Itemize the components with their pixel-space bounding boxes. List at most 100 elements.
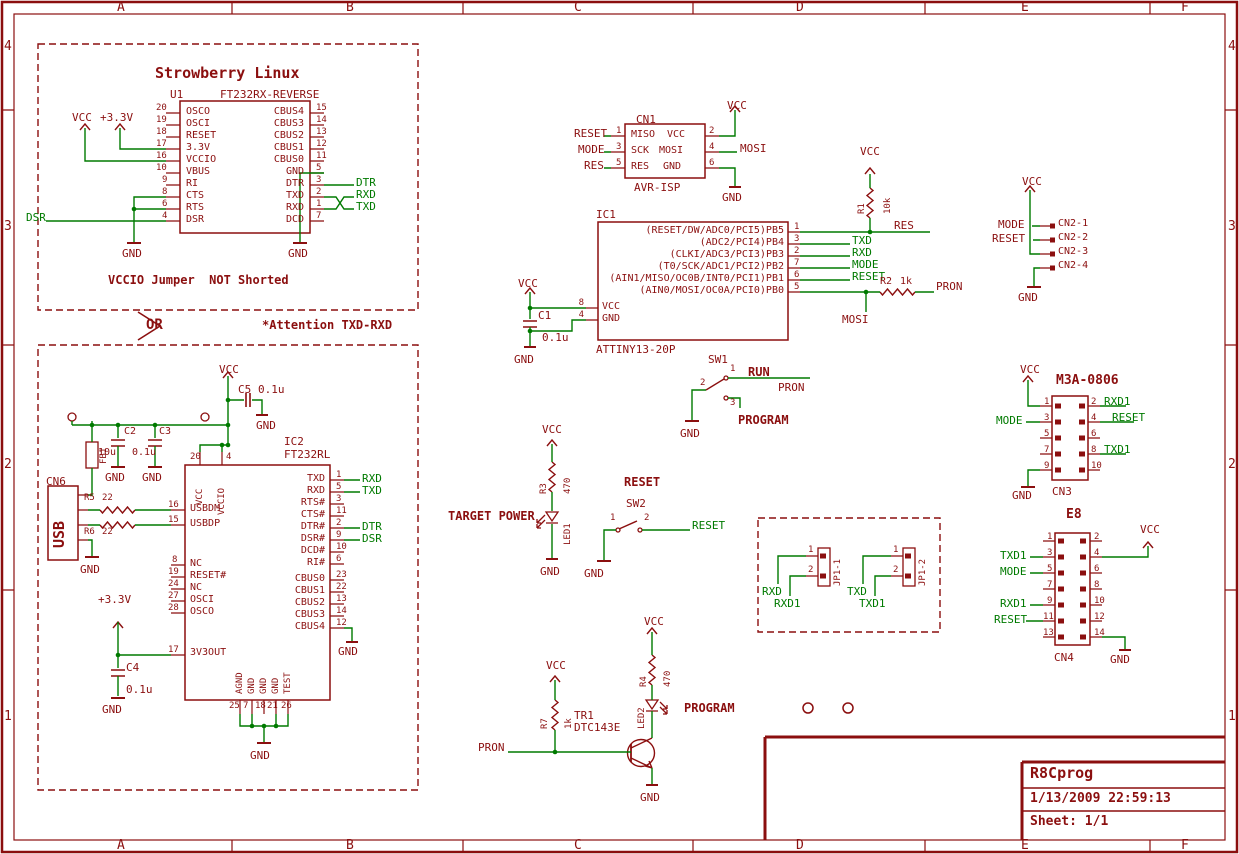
vcc-arrow-icon <box>524 166 876 295</box>
gnd-label: GND <box>102 703 122 716</box>
pin-name: 3.3V <box>186 142 211 153</box>
pin-number: 4 <box>709 142 715 152</box>
gnd-label: GND <box>250 749 270 762</box>
supply-label: VCC <box>727 99 747 112</box>
r2-refdes: R2 <box>880 276 893 287</box>
pin-name: (T0/SCK/ADC1/PCI2)PB2 <box>657 261 784 272</box>
pin-number: 12 <box>1094 612 1105 622</box>
pin-number: 4 <box>226 452 232 462</box>
vcc-arrow-icon <box>79 122 126 131</box>
pin-number: 5 <box>336 482 342 492</box>
pin-number: 20 <box>156 103 167 113</box>
pin-name: VCC <box>602 301 621 312</box>
pin-number: 6 <box>709 158 715 168</box>
pin-number: 13 <box>1043 628 1054 638</box>
pad-circle <box>67 412 77 422</box>
pin-name: RXD <box>306 485 325 496</box>
usb-connector <box>47 485 79 561</box>
title-block <box>763 735 1225 840</box>
pin-number: 1 <box>730 364 736 374</box>
cn1-symbol <box>604 104 741 188</box>
module1-title: Strowberry Linux <box>155 64 300 82</box>
pin-number: 12 <box>316 139 327 149</box>
pin-number: 22 <box>336 582 347 592</box>
pin-number: 3 <box>316 175 322 185</box>
c1-refdes: C1 <box>538 309 552 322</box>
pin-name: CBUS4 <box>273 106 304 117</box>
pin-number: 8 <box>162 187 168 197</box>
pin-number: 2 <box>893 565 899 575</box>
pin-number: 18 <box>156 127 167 137</box>
net-label: RXD <box>362 472 382 485</box>
ic1-refdes: IC1 <box>596 208 616 221</box>
frame-col-label: E <box>1021 0 1029 15</box>
resistors-r5-r6 <box>99 505 136 530</box>
cn1-refdes: CN1 <box>636 113 656 126</box>
c3-refdes: C3 <box>159 426 172 437</box>
gnd-label: GND <box>680 427 700 440</box>
pin-number: 19 <box>156 115 167 125</box>
u1-value: FT232RX-REVERSE <box>220 88 320 101</box>
strawberry-module-box <box>37 43 419 311</box>
frame-row-label: 4 <box>1228 39 1236 54</box>
net-label: RESET <box>692 519 726 532</box>
pin-number: 27 <box>168 591 179 601</box>
pin-number: 7 <box>243 701 249 711</box>
pin-name: TXD <box>306 473 325 484</box>
titleblock-sheet: Sheet: 1/1 <box>1030 814 1109 829</box>
pin-name: (ADC2/PCI4)PB4 <box>699 237 784 248</box>
net-label: RXD1 <box>774 597 801 610</box>
pin-number: 6 <box>336 554 342 564</box>
net-label: RES <box>894 219 914 232</box>
pin-number: 6 <box>1094 564 1100 574</box>
cn6-refdes: CN6 <box>46 475 66 488</box>
pin-number: 2 <box>794 246 800 256</box>
net-label: MODE <box>852 258 879 271</box>
r1-value: 10k <box>883 197 893 214</box>
gnd-label: GND <box>722 191 742 204</box>
r6-refdes: R6 <box>84 527 95 537</box>
r3-refdes: R3 <box>539 483 549 494</box>
frame-col-label: D <box>796 838 804 853</box>
transistor-tr1 <box>626 738 656 768</box>
pin-name: GND <box>259 677 269 694</box>
pin-number: 1 <box>808 545 814 555</box>
net-label: RESET <box>1112 411 1146 424</box>
supply-label: VCC <box>860 145 880 158</box>
pin-name: OSCI <box>186 118 211 129</box>
pin-number: 4 <box>162 211 168 221</box>
pin-name: RTS <box>186 202 205 213</box>
net-label: RXD <box>356 188 376 201</box>
pin-number: 13 <box>336 594 347 604</box>
net-label: TXD <box>362 484 382 497</box>
frame-col-label: E <box>1021 838 1029 853</box>
vcc-arrow-icon <box>546 438 558 447</box>
pin-number: 1 <box>794 222 800 232</box>
pin-name: VCC <box>667 129 686 140</box>
c5-value: 0.1u <box>258 383 285 396</box>
net-label: RXD1 <box>1000 597 1027 610</box>
note-text: VCCIO Jumper NOT Shorted <box>108 273 289 287</box>
pin-name: DTR# <box>300 521 325 532</box>
pad-circle <box>200 412 210 422</box>
pin-number: 14 <box>1094 628 1105 638</box>
pin-number: 15 <box>168 515 179 525</box>
pin-name: (AIN1/MISO/OC0B/INT0/PCI1)PB1 <box>609 273 784 284</box>
pin-number: 2 <box>336 518 342 528</box>
pin-number: 2 <box>1091 397 1097 407</box>
gnd-label: GND <box>142 471 162 484</box>
pin-name: RESET# <box>190 570 227 581</box>
pin-name: CBUS4 <box>294 621 325 632</box>
pin-number: 11 <box>336 506 347 516</box>
pin-number: 13 <box>316 127 327 137</box>
pin-number: 3 <box>616 142 622 152</box>
cn3-value: M3A-0806 <box>1056 373 1119 388</box>
net-label: TXD <box>356 200 376 213</box>
pin-name: OSCO <box>190 606 215 617</box>
pin-name: GND <box>247 677 257 694</box>
pin-number: 10 <box>1091 461 1102 471</box>
pin-number: 21 <box>267 701 278 711</box>
net-label: PRON <box>778 381 805 394</box>
supply-label: VCC <box>518 277 538 290</box>
